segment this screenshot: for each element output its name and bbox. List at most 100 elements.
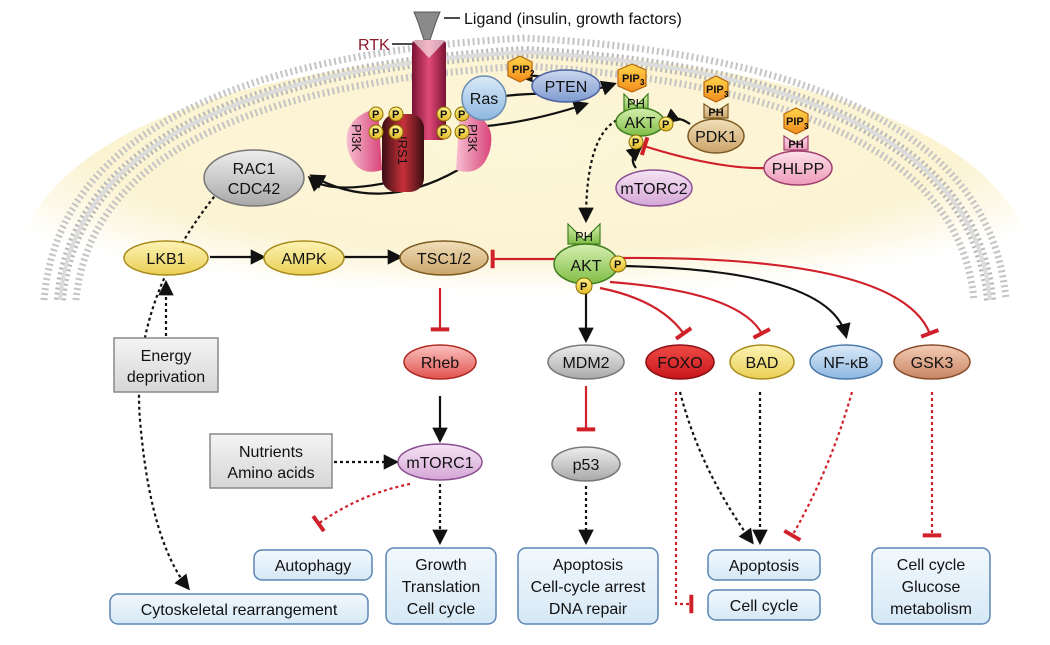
phlpp-node: PIP 3 PH PHLPP <box>763 107 833 186</box>
svg-text:Cell cycle: Cell cycle <box>897 557 966 574</box>
akt-node: PH AKT P P <box>553 222 627 295</box>
nfkb-node: NF-κB <box>809 344 883 380</box>
svg-text:Cell cycle: Cell cycle <box>730 598 799 615</box>
svg-text:PHLPP: PHLPP <box>772 161 824 178</box>
svg-text:PDK1: PDK1 <box>695 129 737 146</box>
p53-node: p53 <box>551 446 621 482</box>
svg-text:PH: PH <box>788 139 803 151</box>
outcome-cell-cycle: Cell cycle <box>707 589 821 621</box>
svg-text:P: P <box>440 127 447 139</box>
svg-text:metabolism: metabolism <box>890 601 972 618</box>
svg-text:Autophagy: Autophagy <box>275 558 352 575</box>
svg-text:3: 3 <box>804 122 809 131</box>
svg-text:PIP: PIP <box>786 116 804 128</box>
svg-text:P: P <box>458 127 465 139</box>
pten-node: PTEN <box>531 69 601 103</box>
svg-text:p53: p53 <box>573 457 600 474</box>
svg-text:deprivation: deprivation <box>127 369 205 386</box>
svg-text:RAC1: RAC1 <box>233 161 276 178</box>
rtk-complex: Ligand (insulin, growth factors) RTK IRS… <box>346 11 682 192</box>
svg-text:Energy: Energy <box>141 348 192 365</box>
svg-text:Glucose: Glucose <box>902 579 961 596</box>
svg-text:P: P <box>662 119 669 131</box>
svg-text:LKB1: LKB1 <box>146 251 185 268</box>
ligand-label: Ligand (insulin, growth factors) <box>464 11 682 28</box>
svg-text:GSK3: GSK3 <box>911 355 954 372</box>
outcome-growth: Growth Translation Cell cycle <box>385 547 497 625</box>
svg-text:PTEN: PTEN <box>545 79 588 96</box>
svg-text:P: P <box>632 137 639 149</box>
svg-text:Amino acids: Amino acids <box>227 465 314 482</box>
outcome-apoptosis-p53: Apoptosis Cell-cycle arrest DNA repair <box>517 547 659 625</box>
svg-text:P: P <box>458 109 465 121</box>
svg-text:Growth: Growth <box>415 557 467 574</box>
foxo-node: FOXO <box>645 344 715 380</box>
pi3k-right <box>456 108 492 172</box>
svg-text:PI3K: PI3K <box>349 124 364 153</box>
pi3k-left <box>346 108 382 172</box>
mtorc2-node: mTORC2 <box>615 169 693 207</box>
energy-deprivation-box: Energy deprivation <box>113 337 219 393</box>
outcome-gsk3: Cell cycle Glucose metabolism <box>871 547 991 625</box>
svg-text:mTORC2: mTORC2 <box>620 181 687 198</box>
svg-text:Apoptosis: Apoptosis <box>553 557 623 574</box>
outcome-autophagy: Autophagy <box>253 549 373 581</box>
rheb-node: Rheb <box>403 344 477 380</box>
outcome-apoptosis: Apoptosis <box>707 549 821 581</box>
svg-text:TSC1/2: TSC1/2 <box>417 251 471 268</box>
svg-text:PH: PH <box>708 107 723 119</box>
rac1-cdc42-node: RAC1 CDC42 <box>203 149 305 207</box>
svg-text:Apoptosis: Apoptosis <box>729 558 799 575</box>
svg-text:AKT: AKT <box>624 115 655 132</box>
pip3-node-akt: PIP 3 <box>617 63 647 93</box>
ras-node: Ras <box>461 75 507 121</box>
svg-text:PIP: PIP <box>706 84 724 96</box>
svg-text:P: P <box>614 259 621 271</box>
svg-text:DNA repair: DNA repair <box>549 601 628 618</box>
svg-text:3: 3 <box>724 90 729 99</box>
outcome-cytoskeletal: Cytoskeletal rearrangement <box>109 593 369 625</box>
tsc-node: TSC1/2 <box>399 240 489 276</box>
svg-text:Cytoskeletal rearrangement: Cytoskeletal rearrangement <box>141 602 338 619</box>
svg-text:Cell-cycle arrest: Cell-cycle arrest <box>531 579 646 596</box>
ligand-icon <box>413 11 441 41</box>
svg-text:CDC42: CDC42 <box>228 181 281 198</box>
svg-text:BAD: BAD <box>746 355 779 372</box>
svg-text:MDM2: MDM2 <box>562 355 609 372</box>
svg-text:AKT: AKT <box>570 258 601 275</box>
pdk1-node: PIP 3 PH PDK1 <box>687 75 745 154</box>
svg-text:Cell cycle: Cell cycle <box>407 601 476 618</box>
nutrients-box: Nutrients Amino acids <box>209 433 333 489</box>
svg-text:Nutrients: Nutrients <box>239 444 303 461</box>
svg-text:Translation: Translation <box>402 579 481 596</box>
pip2-node: PIP 2 <box>507 55 535 83</box>
svg-text:PH: PH <box>627 96 645 111</box>
svg-text:PH: PH <box>575 229 593 244</box>
irs1-label: IRS1 <box>395 136 410 165</box>
svg-text:2: 2 <box>530 69 535 78</box>
svg-text:P: P <box>392 127 399 139</box>
svg-text:P: P <box>372 109 379 121</box>
svg-text:P: P <box>372 127 379 139</box>
svg-text:AMPK: AMPK <box>281 251 327 268</box>
cell-membrane <box>10 34 1040 301</box>
svg-text:NF-κB: NF-κB <box>823 355 868 372</box>
phospho-sites: P P P P P P P P <box>368 106 470 140</box>
svg-text:mTORC1: mTORC1 <box>406 455 473 472</box>
svg-text:P: P <box>440 109 447 121</box>
svg-text:3: 3 <box>640 78 645 87</box>
akt-membrane-node: PH AKT P P <box>615 92 674 150</box>
ampk-node: AMPK <box>263 240 345 276</box>
mdm2-node: MDM2 <box>547 344 625 380</box>
svg-text:Rheb: Rheb <box>421 355 459 372</box>
rtk-label: RTK <box>358 37 390 54</box>
bad-node: BAD <box>729 344 795 380</box>
svg-text:PIP: PIP <box>512 64 530 76</box>
gsk3-node: GSK3 <box>893 344 971 380</box>
svg-text:P: P <box>580 281 587 293</box>
lkb1-node: LKB1 <box>123 240 209 276</box>
svg-text:P: P <box>392 109 399 121</box>
svg-text:FOXO: FOXO <box>657 355 702 372</box>
mtorc1-node: mTORC1 <box>397 443 483 481</box>
